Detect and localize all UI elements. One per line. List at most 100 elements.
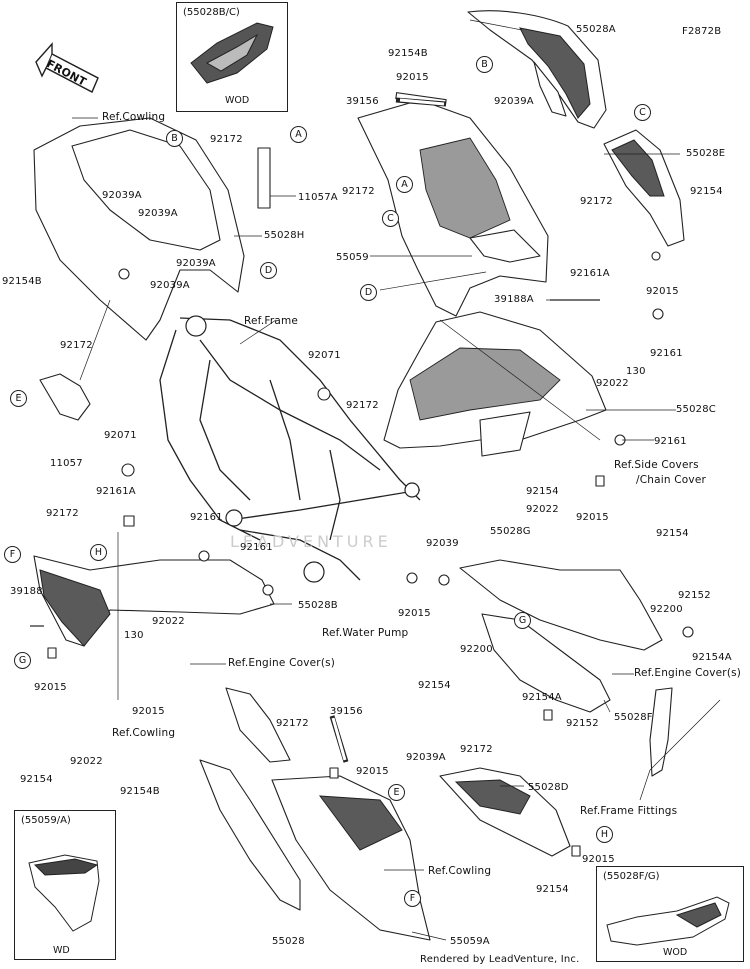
label-92161A: 92161A [570,268,610,279]
callout-b: B [166,130,183,147]
leader-lines [72,19,721,941]
ref-side-covers: Ref.Side Covers [614,459,699,471]
lower-fairing-55028 [199,687,301,911]
label-92015: 92015 [576,512,609,523]
lower-fairing-55059A [271,775,431,941]
label-92161: 92161 [654,436,687,447]
label-92039A: 92039A [494,96,534,107]
inset-top-art [190,22,274,84]
callout-h: H [596,826,613,843]
label-39188: 39188 [10,586,43,597]
label-92172: 92172 [46,508,79,519]
ref-cowling-bottom-left: Ref.Cowling [112,727,176,739]
ref-frame-fittings: Ref.Frame Fittings [580,805,678,817]
inset-br-caption: WOD [663,947,688,958]
label-92015: 92015 [398,608,431,619]
label-92015: 92015 [582,854,615,865]
frame-fitting-bracket [649,687,673,777]
inset-br-title: (55028F/G) [603,871,660,882]
label-92172: 92172 [460,744,493,755]
callout-d: D [260,262,277,279]
frame-outline [159,315,421,583]
label-92039A: 92039A [102,190,142,201]
front-arrow-icon [35,42,99,93]
ref-engine-cover-right: Ref.Engine Cover(s) [634,667,742,679]
ref-frame: Ref.Frame [244,315,299,327]
label-92200: 92200 [650,604,683,615]
label-92015: 92015 [396,72,429,83]
callout-f: F [404,890,421,907]
label-92015: 92015 [646,286,679,297]
inset-br-art [606,896,730,946]
label-92161A: 92161A [96,486,136,497]
small-parts [30,97,694,857]
label-92154: 92154 [20,774,53,785]
label-55028D: 55028D [528,782,569,793]
label-92154: 92154 [526,486,559,497]
label-55028A: 55028A [576,24,616,35]
panel-55028D [439,767,571,857]
label-92154B: 92154B [120,786,160,797]
label-92039: 92039 [426,538,459,549]
label-92161: 92161 [190,512,223,523]
callout-g: G [514,612,531,629]
callout-c: C [382,210,399,227]
callout-a: A [396,176,413,193]
label-55028E: 55028E [686,148,726,159]
label-92154A: 92154A [692,652,732,663]
label-92161: 92161 [650,348,683,359]
label-92172: 92172 [346,400,379,411]
label-11057: 11057 [50,458,83,469]
inset-bl-art [28,854,100,932]
label-92154A: 92154A [522,692,562,703]
inset-top-caption: WOD [225,95,250,106]
label-92071: 92071 [104,430,137,441]
label-55028B: 55028B [298,600,338,611]
inset-bottom-left: (55059/A) WD [14,810,116,960]
label-92022: 92022 [596,378,629,389]
inset-bl-title: (55059/A) [21,815,71,826]
label-39156: 39156 [330,706,363,717]
label-92154: 92154 [418,680,451,691]
inset-top-title: (55028B/C) [183,7,240,18]
footer-credit: Rendered by LeadVenture, Inc. [420,954,580,965]
callout-b: B [476,56,493,73]
label-92015: 92015 [132,706,165,717]
label-92071: 92071 [308,350,341,361]
label-55028C: 55028C [676,404,716,415]
label-92015: 92015 [356,766,389,777]
ref-cowling-top: Ref.Cowling [102,111,166,123]
inset-bl-caption: WD [53,945,70,956]
label-92015: 92015 [34,682,67,693]
label-55059: 55059 [336,252,369,263]
label-92039A: 92039A [150,280,190,291]
label-130: 130 [124,630,144,641]
upper-cowl-55028A [467,10,607,129]
left-panel-55028H [33,117,245,341]
label-92152: 92152 [566,718,599,729]
label-11057A: 11057A [298,192,338,203]
callout-c: C [634,104,651,121]
label-92039A: 92039A [138,208,178,219]
panel-55028E [603,129,685,247]
callout-h: H [90,544,107,561]
label-55028H: 55028H [264,230,305,241]
label-92022: 92022 [70,756,103,767]
label-39156: 39156 [346,96,379,107]
label-92154B: 92154B [388,48,428,59]
label-92039A: 92039A [176,258,216,269]
label-92152: 92152 [678,590,711,601]
ref-chain-cover: /Chain Cover [636,474,707,486]
label-92154: 92154 [690,186,723,197]
callout-e: E [388,784,405,801]
label-92154B: 92154B [2,276,42,287]
label-55028G: 55028G [490,526,531,537]
label-92172: 92172 [60,340,93,351]
callout-g: G [14,652,31,669]
callout-d: D [360,284,377,301]
ref-engine-cover-left: Ref.Engine Cover(s) [228,657,336,669]
label-55059A: 55059A [450,936,490,947]
label-92172: 92172 [276,718,309,729]
label-55028: 55028 [272,936,305,947]
